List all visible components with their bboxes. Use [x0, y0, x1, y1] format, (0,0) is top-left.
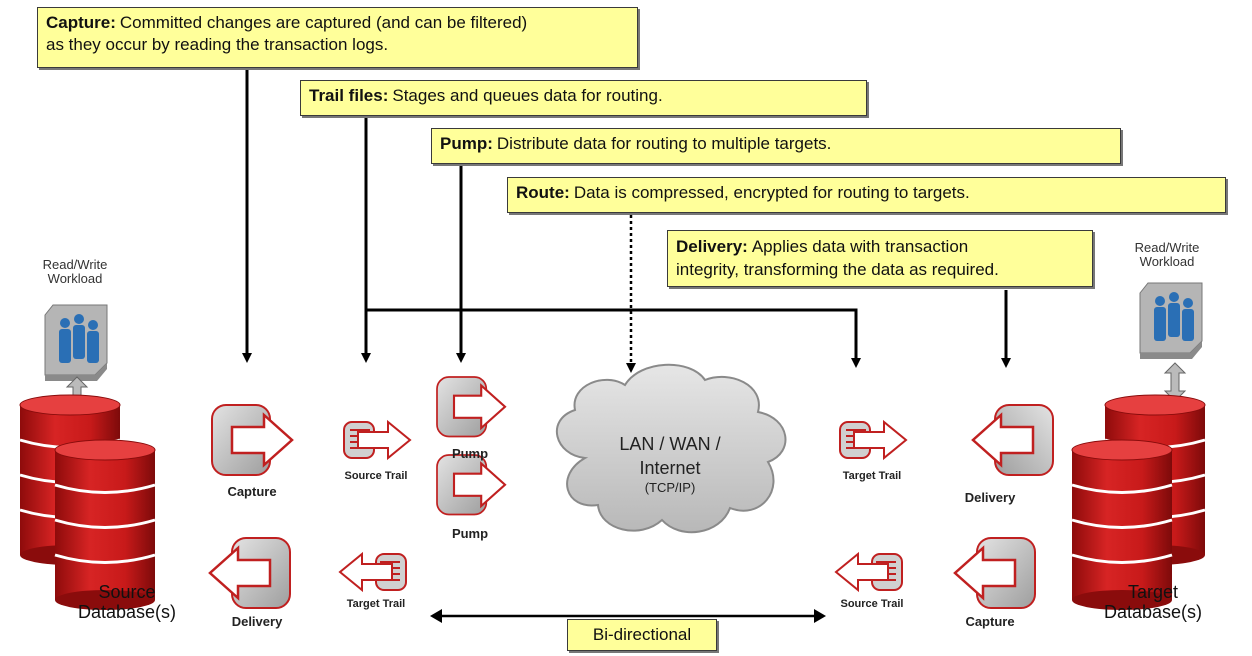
workload-right-icon — [1139, 282, 1203, 360]
source-trail-right-icon — [835, 553, 903, 591]
capture-callout-text-2: as they occur by reading the transaction… — [46, 35, 389, 54]
target-db-label: Target Database(s) — [1083, 582, 1223, 622]
source-db-line2: Database(s) — [77, 602, 177, 622]
callout-connectors — [242, 70, 1011, 368]
pump-1-label: Pump — [451, 446, 489, 461]
workload-left-line2: Workload — [47, 271, 103, 286]
pump-2-icon — [435, 453, 507, 516]
workload-left-icon — [44, 304, 108, 382]
source-trail-right-label: Source Trail — [840, 598, 904, 610]
trail-target-connector — [366, 308, 861, 368]
cloud-line1: LAN / WAN / — [619, 434, 721, 454]
bidirectional-label: Bi-directional — [567, 619, 717, 651]
pump-1-icon — [435, 375, 507, 438]
delivery-callout-text-2: integrity, transforming the data as requ… — [676, 260, 999, 279]
cloud-label: LAN / WAN / Internet (TCP/IP) — [590, 432, 750, 496]
delivery-callout-title: Delivery: — [676, 237, 748, 256]
capture-callout: Capture:Committed changes are captured (… — [37, 7, 638, 68]
delivery-left-label: Delivery — [231, 614, 283, 629]
route-callout-text: Data is compressed, encrypted for routin… — [573, 183, 970, 202]
route-callout: Route:Data is compressed, encrypted for … — [507, 177, 1226, 213]
workload-right-line1: Read/Write — [1134, 240, 1200, 255]
workload-left-label: Read/Write Workload — [30, 258, 120, 286]
source-trail-left-icon — [343, 421, 411, 459]
route-callout-title: Route: — [516, 183, 570, 202]
delivery-right-label: Delivery — [964, 490, 1016, 505]
source-database-icon — [18, 393, 157, 612]
trail-callout-title: Trail files: — [309, 86, 389, 105]
capture-right-icon — [953, 536, 1037, 610]
pump-callout-text: Distribute data for routing to multiple … — [496, 134, 832, 153]
capture-callout-text-1: Committed changes are captured (and can … — [119, 13, 528, 32]
workload-right-label: Read/Write Workload — [1122, 241, 1212, 269]
delivery-left-icon — [208, 536, 292, 610]
delivery-callout-text-1: Applies data with transaction — [751, 237, 969, 256]
trail-callout-text: Stages and queues data for routing. — [392, 86, 663, 105]
target-trail-right-label: Target Trail — [842, 470, 902, 482]
cloud-line2: Internet — [639, 458, 701, 478]
bidirectional-arrow — [430, 609, 826, 623]
target-trail-left-label: Target Trail — [346, 598, 406, 610]
pump-callout: Pump:Distribute data for routing to mult… — [431, 128, 1121, 164]
workload-left-line1: Read/Write — [42, 257, 108, 272]
target-db-line1: Target — [1127, 582, 1179, 602]
target-trail-right-icon — [839, 421, 907, 459]
capture-right-label: Capture — [965, 614, 1015, 629]
delivery-callout: Delivery:Applies data with transaction i… — [667, 230, 1093, 287]
cloud-line3: (TCP/IP) — [644, 480, 696, 495]
trail-callout: Trail files:Stages and queues data for r… — [300, 80, 867, 116]
target-trail-left-icon — [339, 553, 407, 591]
pump-callout-title: Pump: — [440, 134, 493, 153]
capture-left-icon — [210, 403, 294, 477]
target-db-line2: Database(s) — [1103, 602, 1203, 622]
network-cloud-icon — [555, 363, 787, 534]
source-db-label: Source Database(s) — [62, 582, 192, 622]
target-database-icon — [1070, 393, 1207, 612]
capture-callout-title: Capture: — [46, 13, 116, 32]
pump-2-label: Pump — [451, 526, 489, 541]
capture-left-label: Capture — [227, 484, 277, 499]
delivery-right-icon — [971, 403, 1055, 477]
source-db-line1: Source — [98, 582, 156, 602]
workload-right-line2: Workload — [1139, 254, 1195, 269]
source-trail-left-label: Source Trail — [344, 470, 408, 482]
